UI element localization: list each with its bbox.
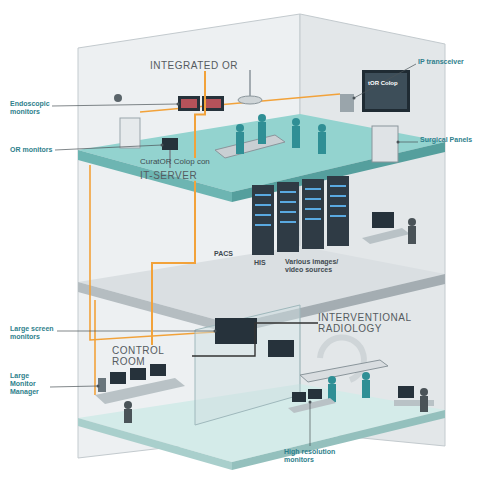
lamp-arm	[249, 70, 251, 96]
callout-label: Endoscopic monitors	[10, 100, 54, 116]
surgeon-body	[318, 132, 326, 154]
callout-label: IP transceiver	[418, 58, 478, 66]
equipment-cart	[120, 118, 140, 148]
control-monitor	[150, 364, 166, 376]
operator-body	[420, 396, 428, 412]
cable	[94, 300, 96, 395]
room-heading: CONTROL ROOM	[112, 345, 192, 367]
radiology-screen	[268, 340, 294, 357]
high-res-monitor	[308, 389, 322, 399]
operator-body	[408, 226, 416, 244]
surgeon-head	[292, 118, 300, 126]
cable-connector	[192, 323, 318, 356]
slab-face	[232, 410, 445, 470]
system-label: Various images/ video sources	[285, 258, 349, 274]
wall-screen-image	[365, 73, 407, 109]
operator-head	[124, 401, 132, 409]
endoscopic-monitor	[178, 96, 200, 111]
operator-body	[124, 409, 132, 423]
ip-transceiver	[340, 94, 354, 112]
leader-dot	[397, 141, 400, 144]
heading-text: INTEGRATED OR	[150, 60, 260, 71]
slab-face	[78, 418, 232, 470]
surgeon-head	[258, 114, 266, 122]
side-wall	[300, 14, 445, 446]
high-res-monitor	[292, 392, 306, 402]
staff-body	[362, 380, 370, 398]
leader-dot	[353, 97, 356, 100]
floor-heading: INTEGRATED OR	[150, 60, 260, 71]
callout-label: Surgical Panels	[420, 136, 475, 144]
monitor-manager	[98, 378, 106, 392]
callout-label: OR monitors	[10, 146, 58, 154]
leader-dot	[161, 144, 164, 147]
leader-dot	[97, 385, 100, 388]
room-heading: INTERVENTIONAL RADIOLOGY	[318, 312, 428, 334]
control-monitor	[110, 372, 126, 384]
monitor-image	[181, 99, 197, 108]
brand-name: CuratOR Colop con	[140, 158, 250, 167]
surgeon-head	[236, 124, 244, 132]
surgical-lamp	[238, 96, 262, 104]
or-floor	[78, 114, 445, 192]
ceiling-camera	[114, 94, 122, 102]
control-desk	[95, 378, 185, 404]
cable-connector	[195, 71, 205, 158]
staff-head	[362, 372, 370, 380]
surgical-panel	[372, 126, 398, 162]
callout-label: Large screen monitors	[10, 325, 60, 341]
cable	[140, 94, 340, 112]
heading-text: INTERVENTIONAL RADIOLOGY	[318, 312, 428, 334]
surgeon-body	[236, 132, 244, 154]
leader-dot	[177, 103, 180, 106]
operating-table	[215, 135, 285, 158]
callout-label: Large Monitor Manager	[10, 372, 52, 396]
radiology-table	[300, 360, 388, 382]
leader-dot	[309, 401, 312, 404]
surgeon-body	[292, 126, 300, 148]
or-monitor	[162, 138, 178, 150]
leader-dots	[97, 97, 400, 404]
heading-text: CONTROL ROOM	[112, 345, 192, 367]
monitor-image	[205, 99, 221, 108]
heading-text: IT-SERVER	[140, 170, 250, 181]
surgeon-head	[318, 124, 326, 132]
screen-brand: tOR Colop	[368, 80, 404, 87]
staff-head	[328, 376, 336, 384]
floor-heading: CuratOR Colop conIT-SERVER	[140, 158, 250, 181]
surgeon-body	[258, 122, 266, 144]
back-wall	[78, 14, 300, 458]
rack-lights	[255, 186, 346, 225]
system-label: HIS	[254, 259, 278, 267]
callout-label: High resolution monitors	[284, 448, 354, 464]
operator-head	[420, 388, 428, 396]
cable-connector	[152, 181, 195, 345]
system-label: PACS	[214, 250, 244, 258]
operator-head	[408, 218, 416, 226]
leader-line	[50, 64, 418, 446]
workstation-desk	[362, 228, 410, 244]
workstation-monitor	[372, 212, 394, 228]
high-res-monitor	[398, 386, 414, 398]
large-screen-monitor	[215, 318, 257, 344]
wall-screen	[362, 70, 410, 112]
control-monitor	[130, 368, 146, 380]
leader-dot	[214, 330, 217, 333]
